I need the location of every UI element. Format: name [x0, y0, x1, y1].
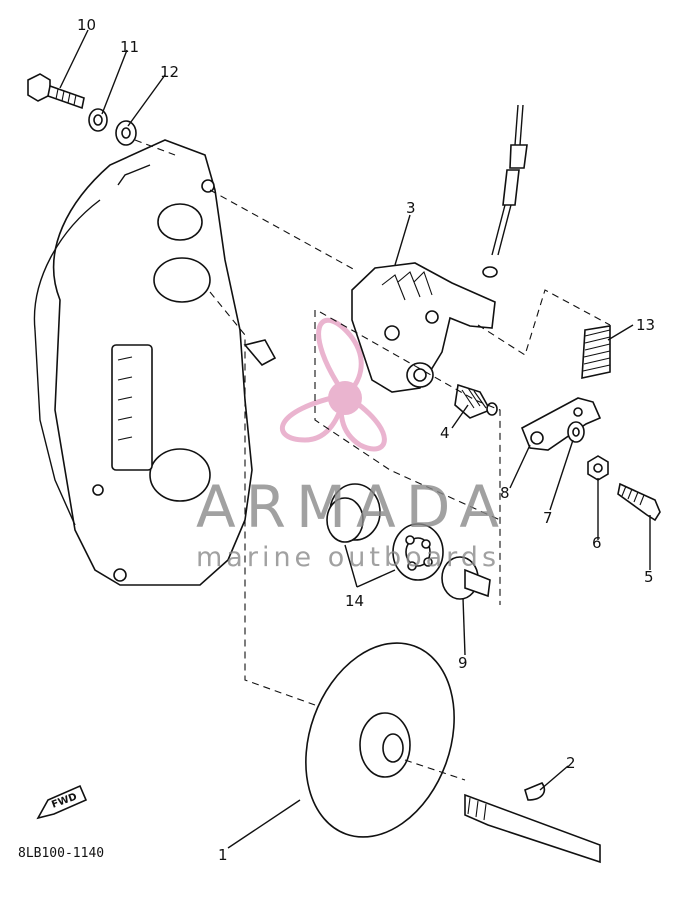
- callout-12: 12: [160, 63, 179, 81]
- watermark-tagline: marine outboards: [196, 542, 500, 573]
- callout-7: 7: [543, 509, 553, 527]
- leader-lines: [59, 29, 651, 849]
- spring-13: [581, 325, 611, 380]
- drive-shaft: [464, 793, 601, 864]
- nut-6: [587, 455, 609, 481]
- callout-3: 3: [406, 199, 416, 217]
- washer-11: [88, 108, 108, 132]
- oil-seal-14: [326, 483, 381, 543]
- callout-6: 6: [592, 534, 602, 552]
- bearing-14: [392, 523, 444, 581]
- bolt-10: [27, 73, 85, 110]
- watermark-brand: ARMADA: [196, 473, 509, 541]
- callout-5: 5: [644, 568, 654, 586]
- callout-2: 2: [566, 754, 576, 772]
- armada-logo-icon: [279, 317, 387, 452]
- assembly-guide-lines: [134, 139, 611, 781]
- bolt-5: [617, 482, 661, 522]
- washer-7: [567, 421, 585, 443]
- shaft-cap-9: [441, 556, 491, 600]
- callout-10: 10: [77, 16, 96, 34]
- callout-4: 4: [440, 424, 450, 442]
- washer-12: [115, 120, 137, 146]
- callout-1: 1: [218, 846, 228, 864]
- document-code: 8LB100-1140: [18, 846, 104, 861]
- callout-11: 11: [120, 38, 139, 56]
- lever-8: [520, 397, 602, 451]
- housing-cover: [33, 139, 277, 586]
- lever-bracket-3: [351, 262, 496, 393]
- woodruff-key-2: [524, 782, 546, 801]
- throttle-cable: [482, 104, 528, 278]
- forward-arrow-icon: FWD: [36, 784, 88, 820]
- callout-9: 9: [458, 654, 468, 672]
- adjuster-screw-4: [454, 383, 498, 419]
- sheave-disc-1: [305, 642, 455, 838]
- callout-14: 14: [345, 592, 364, 610]
- callout-8: 8: [500, 484, 510, 502]
- callout-13: 13: [636, 316, 655, 334]
